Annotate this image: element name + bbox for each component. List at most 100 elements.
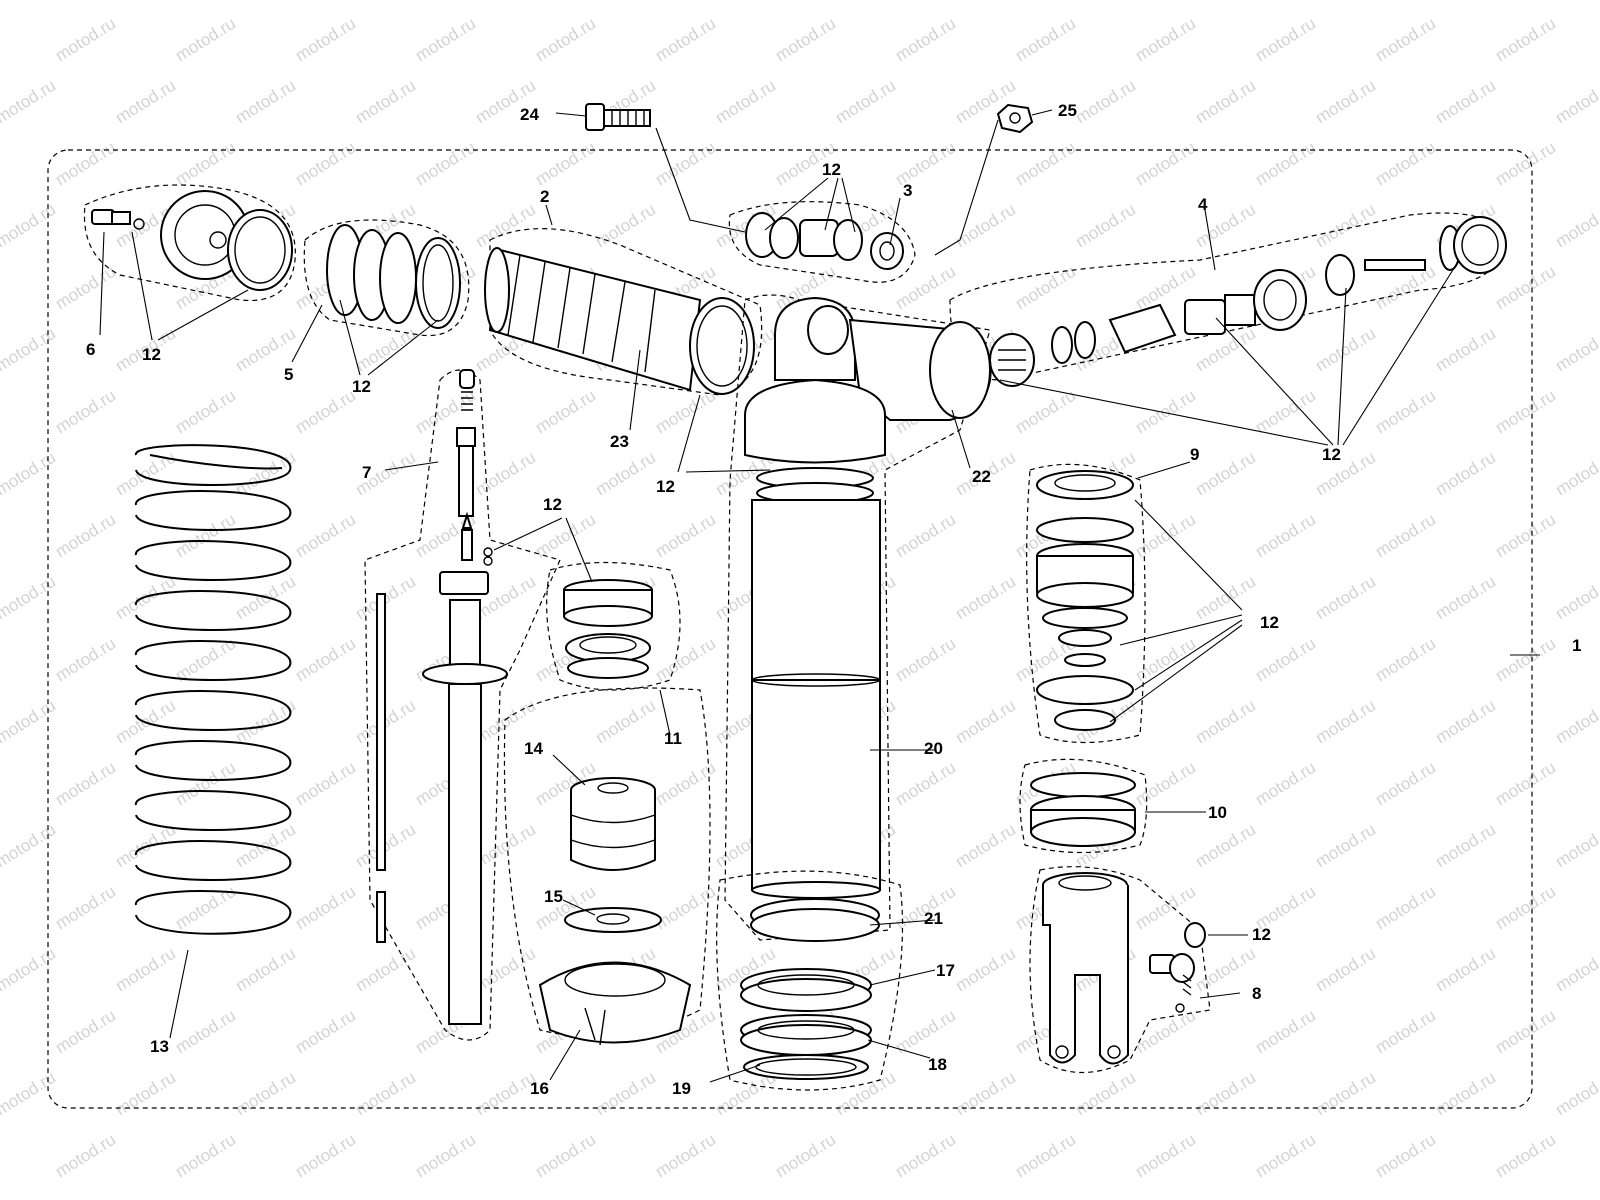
watermark-text: motod.ru: [1432, 820, 1499, 872]
watermark-text: motod.ru: [52, 882, 119, 934]
watermark-text: motod.ru: [1372, 1130, 1439, 1182]
shock-body-part: [744, 296, 992, 899]
callout-22: 22: [972, 467, 991, 486]
callout-5: 5: [284, 365, 293, 384]
watermark-text: motod.ru: [1312, 324, 1379, 376]
callout-7: 7: [362, 463, 371, 482]
watermark-text: motod.ru: [1252, 14, 1319, 66]
watermark-text: motod.ru: [52, 1130, 119, 1182]
watermark-text: motod.ru: [532, 138, 599, 190]
watermark-text: motod.ru: [1492, 1006, 1559, 1058]
callout-10: 10: [1208, 803, 1227, 822]
watermark-text: motod.ru: [1552, 1068, 1600, 1120]
piston-assembly-part: [563, 579, 653, 679]
watermark-text: motod.ru: [1372, 882, 1439, 934]
callout-12-g: 12: [1260, 613, 1279, 632]
watermark-text: motod.ru: [1132, 758, 1199, 810]
watermark-text: motod.ru: [652, 882, 719, 934]
watermark-text: motod.ru: [1192, 76, 1259, 128]
watermark-text: motod.ru: [0, 1068, 59, 1120]
watermark-text: motod.ru: [112, 76, 179, 128]
watermark-text: motod.ru: [832, 0, 899, 3]
callout-6: 6: [86, 340, 95, 359]
watermark-text: motod.ru: [52, 138, 119, 190]
watermark-text: motod.ru: [172, 386, 239, 438]
watermark-text: motod.ru: [352, 0, 419, 3]
seal-ring-set-part: [326, 224, 461, 329]
watermark-text: motod.ru: [1372, 386, 1439, 438]
watermark-text: motod.ru: [1252, 1130, 1319, 1182]
watermark-text: motod.ru: [1432, 1068, 1499, 1120]
watermark-text: motod.ru: [172, 14, 239, 66]
callout-23: 23: [610, 432, 629, 451]
group-3-outline: [728, 201, 916, 283]
watermark-text: motod.ru: [1492, 1130, 1559, 1182]
callout-20: 20: [924, 739, 943, 758]
callout-4: 4: [1198, 195, 1208, 214]
mounting-bolt-part: [585, 103, 651, 131]
watermark-text: motod.ru: [652, 634, 719, 686]
coil-spring-part: [134, 444, 292, 935]
washer-part: [564, 907, 662, 933]
watermark-text: motod.ru: [952, 944, 1019, 996]
callout-17: 17: [936, 961, 955, 980]
callout-labels: 24 25 12 3 2 4 6 12 5 12 23 12 22 12 7 1…: [86, 101, 1581, 1098]
spring-seat-part: [538, 961, 692, 1046]
callout-18: 18: [928, 1055, 947, 1074]
watermark-text: motod.ru: [1072, 0, 1139, 3]
watermark-text: motod.ru: [1432, 944, 1499, 996]
watermark-text: motod.ru: [532, 386, 599, 438]
watermark-text: motod.ru: [232, 448, 299, 500]
callout-21: 21: [924, 909, 943, 928]
watermark-text: motod.ru: [1072, 1068, 1139, 1120]
watermark-text: motod.ru: [1372, 634, 1439, 686]
bottom-cap-part: [1030, 772, 1136, 847]
callout-12-c: 12: [352, 377, 371, 396]
watermark-text: motod.ru: [1312, 820, 1379, 872]
watermark-text: motod.ru: [1552, 944, 1600, 996]
watermark-text: motod.ru: [472, 0, 539, 3]
watermark-text: motod.ru: [1252, 758, 1319, 810]
watermark-text: motod.ru: [0, 448, 59, 500]
watermark-text: motod.ru: [1312, 572, 1379, 624]
watermark-text: motod.ru: [292, 510, 359, 562]
watermark-text: motod.ru: [952, 820, 1019, 872]
group-9-outline: [1026, 463, 1146, 744]
watermark-text: motod.ru: [1192, 820, 1259, 872]
watermark-text: motod.ru: [352, 324, 419, 376]
watermark-text: motod.ru: [1492, 758, 1559, 810]
watermark-text: motod.ru: [1552, 324, 1600, 376]
watermark-text: motod.ru: [472, 200, 539, 252]
watermark-text: motod.ru: [112, 944, 179, 996]
watermark-text: motod.ru: [1492, 386, 1559, 438]
watermark-text: motod.ru: [1432, 572, 1499, 624]
watermark-text: motod.ru: [172, 1130, 239, 1182]
watermark-text: motod.ru: [1012, 138, 1079, 190]
dust-boot-part: [484, 247, 755, 395]
watermark-text: motod.ru: [1492, 634, 1559, 686]
callout-12-d: 12: [656, 477, 675, 496]
watermark-text: motod.ru: [0, 944, 59, 996]
watermark-text: motod.ru: [592, 448, 659, 500]
watermark-text: motod.ru: [652, 510, 719, 562]
watermark-text: motod.ru: [592, 1068, 659, 1120]
watermark-text: motod.ru: [52, 386, 119, 438]
watermark-text: motod.ru: [1552, 572, 1600, 624]
watermark-text: motod.ru: [1252, 510, 1319, 562]
watermark-text: motod.ru: [1552, 696, 1600, 748]
watermark-text: motod.ru: [892, 1130, 959, 1182]
watermark-text: motod.ru: [892, 510, 959, 562]
watermark-text: motod.ru: [532, 14, 599, 66]
eye-bushing-set-part: [745, 212, 904, 270]
watermark-text: motod.ru: [52, 1006, 119, 1058]
watermark-text: motod.ru: [952, 1068, 1019, 1120]
watermark-text: motod.ru: [1252, 1006, 1319, 1058]
watermark-text: motod.ru: [472, 1068, 539, 1120]
watermark-text: motod.ru: [1312, 200, 1379, 252]
watermark-text: motod.ru: [52, 758, 119, 810]
watermark-text: motod.ru: [1132, 1130, 1199, 1182]
mounting-nut-part: [996, 103, 1034, 134]
watermark-text: motod.ru: [1432, 76, 1499, 128]
watermark-text: motod.ru: [352, 944, 419, 996]
